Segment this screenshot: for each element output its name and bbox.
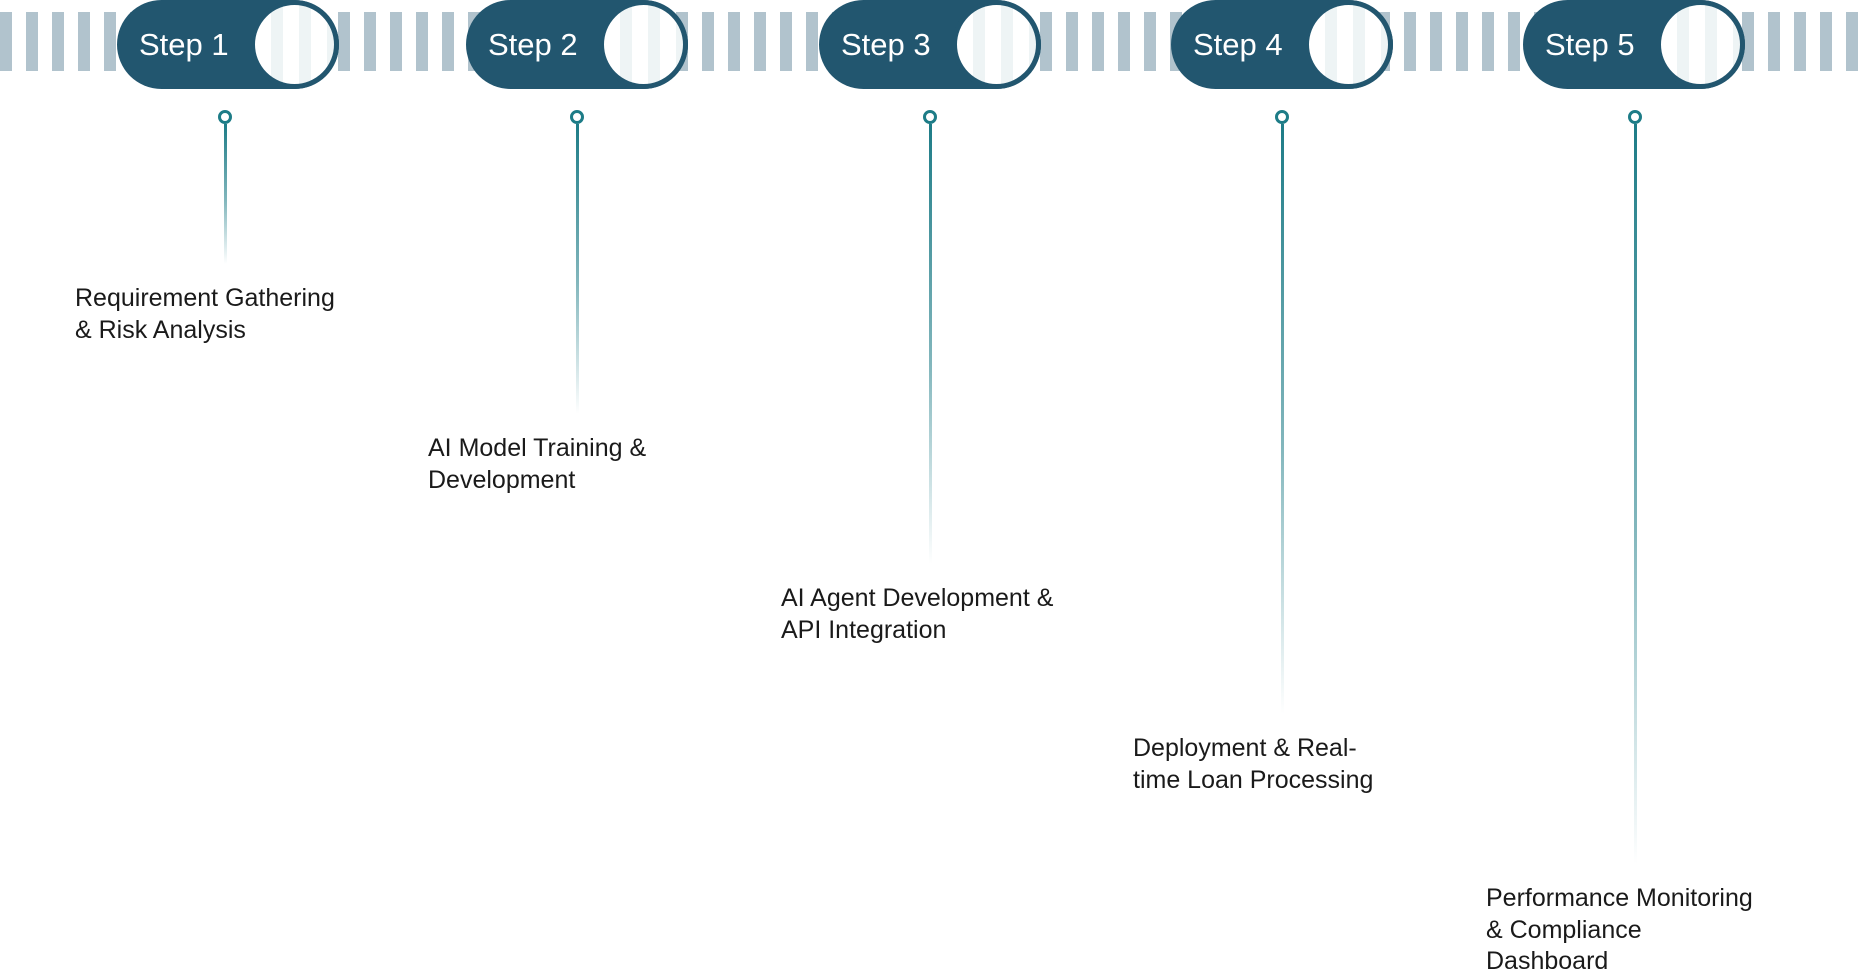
step-2-connector-line [575,124,579,414]
step-4-pill: Step 4 [1171,0,1393,89]
step-1-connector-line [223,124,227,264]
step-3-pill: Step 3 [819,0,1041,89]
step-4-connector-line [1280,124,1284,714]
step-1-label: Step 1 [139,27,229,62]
step-5-label: Step 5 [1545,27,1635,62]
step-4-connector-dot [1275,110,1289,124]
step-2-pill: Step 2 [466,0,688,89]
step-5-description: Performance Monitoring & Compliance Dash… [1486,884,1753,975]
step-3-knob [952,0,1041,89]
step-1-knob [250,0,339,89]
step-2-connector-dot [570,110,584,124]
step-4-label: Step 4 [1193,27,1283,62]
step-5-connector-dot [1628,110,1642,124]
step-2-label: Step 2 [488,27,578,62]
step-3-connector-line [928,124,932,564]
step-3-connector-dot [923,110,937,124]
step-4-knob [1304,0,1393,89]
step-1-pill: Step 1 [117,0,339,89]
step-2-knob [599,0,688,89]
step-1-connector-dot [218,110,232,124]
step-3-description: AI Agent Development & API Integration [781,584,1054,644]
step-4-description: Deployment & Real- time Loan Processing [1133,734,1374,794]
step-1-description: Requirement Gathering & Risk Analysis [75,284,335,344]
step-3-label: Step 3 [841,27,931,62]
step-5-pill: Step 5 [1523,0,1745,89]
step-5-knob [1656,0,1745,89]
step-5-connector-line [1633,124,1637,864]
step-2-description: AI Model Training & Development [428,434,647,494]
